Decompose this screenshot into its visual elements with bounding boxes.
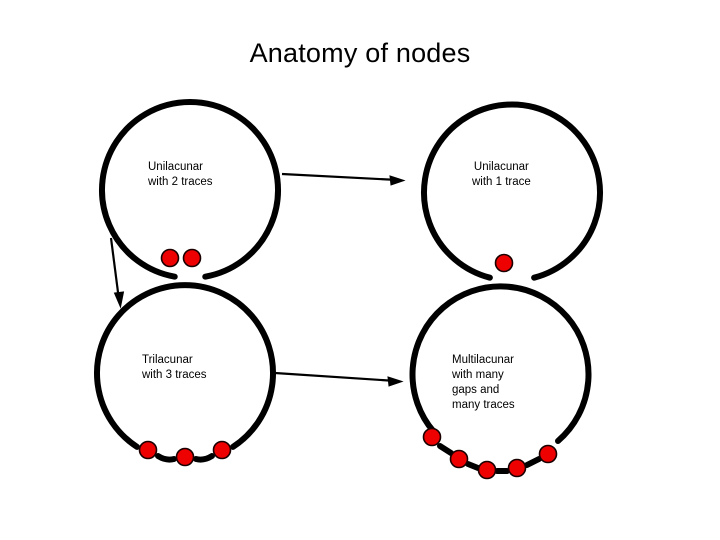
- node-outline-segment: [465, 461, 481, 471]
- node-outline-segment: [437, 443, 454, 456]
- node-outline-arc: [94, 282, 276, 450]
- node-trilacunar-3-trace[interactable]: [94, 282, 276, 467]
- node-outline-arc: [421, 101, 603, 281]
- leaf-trace-dot: [160, 248, 180, 268]
- node-outline-segment: [524, 456, 542, 468]
- leaf-trace-dot: [422, 427, 442, 447]
- node-multilacunar-many[interactable]: [409, 283, 592, 480]
- node-outline-arc: [99, 99, 281, 280]
- leaf-trace-dot: [507, 458, 527, 478]
- arrow-unilacunar2-to-unilacunar1: [281, 172, 406, 186]
- page-title: Anatomy of nodes: [249, 38, 471, 68]
- node-unilacunar-2-trace[interactable]: [99, 99, 281, 280]
- leaf-trace-dot: [538, 444, 558, 464]
- node-unilacunar-1-trace[interactable]: [421, 101, 603, 281]
- node-label-multilacunar-many: Multilacunar with many gaps and many tra…: [452, 354, 515, 411]
- leaf-trace-dot: [449, 449, 469, 469]
- node-outline-segment: [155, 453, 177, 463]
- node-outline-arc: [409, 283, 592, 444]
- node-label-trilacunar-3-trace: Trilacunar with 3 traces: [142, 354, 207, 381]
- leaf-trace-dot: [494, 253, 514, 273]
- arrow-unilacunar2-to-trilacunar: [109, 237, 125, 309]
- leaf-trace-dot: [182, 248, 202, 268]
- leaf-trace-dot: [212, 440, 232, 460]
- arrow-trilacunar-to-multilacunar: [274, 371, 404, 387]
- node-label-unilacunar-2-trace: Unilacunar with 2 traces: [148, 161, 213, 188]
- leaf-trace-dot: [175, 447, 195, 467]
- node-outline-segment: [193, 453, 215, 463]
- node-label-unilacunar-1-trace: Unilacunar with 1 trace: [472, 161, 531, 188]
- leaf-trace-dot: [138, 440, 158, 460]
- leaf-trace-dot: [477, 460, 497, 480]
